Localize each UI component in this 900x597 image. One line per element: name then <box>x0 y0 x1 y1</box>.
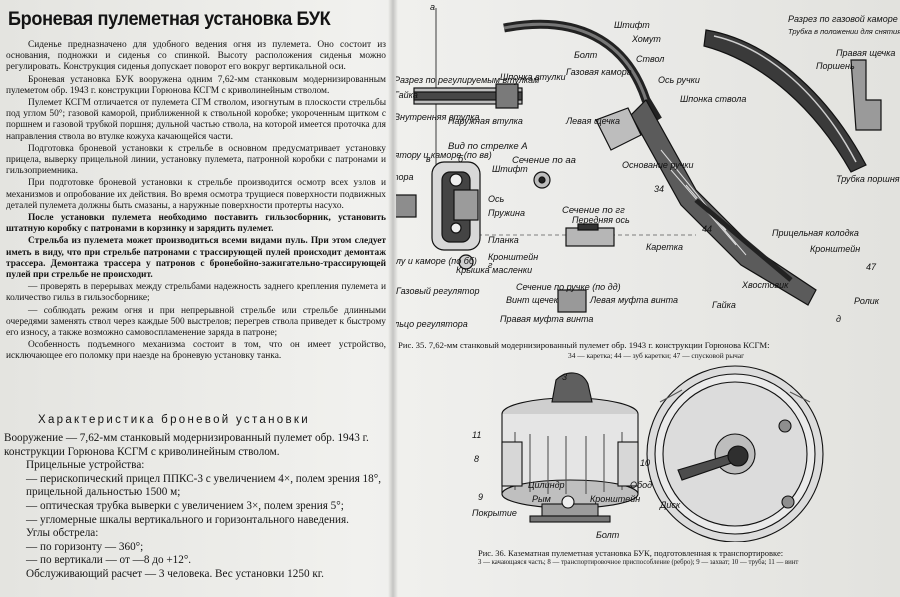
label-levaya-mufta: Левая муфта винта <box>589 295 678 305</box>
label-trubka-porshnya: Трубка поршня <box>836 174 900 184</box>
spec-line: Прицельные устройства: <box>26 459 145 472</box>
label-vnutr-vtulka: Внутренняя втулка <box>396 112 480 122</box>
label-os-ruchki: Ось ручки <box>658 75 700 85</box>
label-n9: 9 <box>478 492 483 502</box>
label-kronshtein2: Кронштейн <box>810 244 860 254</box>
label-d: д <box>836 314 841 324</box>
label-stvol: Ствол <box>636 54 664 64</box>
label-rym: Рым <box>532 494 551 504</box>
specs-list: Вооружение — 7,62-мм станковый модернизи… <box>4 432 384 582</box>
label-disk: Диск <box>659 500 681 510</box>
spec-line: — перископический прицел ППКС-3 с увелич… <box>26 472 382 499</box>
figure-36-caption: Рис. 36. Казематная пулеметная установка… <box>478 548 836 567</box>
label-pricel-kolodka: Прицельная колодка <box>772 228 859 238</box>
spec-line: — угломерные шкалы вертикального и гориз… <box>26 513 349 526</box>
paragraph: После установки пулемета необходимо пост… <box>6 213 386 235</box>
label-sech-gaz: Разрез по газовой каморе <box>788 14 898 24</box>
label-pravaya-shechka: Правая щечка <box>836 48 895 58</box>
label-perednyaya-os: Передняя ось <box>572 215 630 225</box>
paragraph: При подготовке броневой установки к стре… <box>6 178 386 211</box>
label-vid-a: Вид по стрелке А <box>448 141 528 152</box>
label-porshen: Поршень <box>816 61 855 71</box>
paragraph: Пулемет КСГМ отличается от пулемета СГМ … <box>6 98 386 142</box>
label-v: в <box>426 154 431 164</box>
figure-36-diagram: 3 11 8 9 10 Цилиндр Рым Кронштейн Обод Д… <box>472 365 824 542</box>
label-rolik: Ролик <box>854 296 880 306</box>
label-sech-aa: Сечение по аа <box>512 155 576 166</box>
paragraph: — соблюдать режим огня и при непрерывной… <box>6 305 386 339</box>
label-pravaya-mufta: Правая муфта винта <box>500 314 593 324</box>
label-n3: 3 <box>562 372 567 382</box>
label-bolt-36: Болт <box>596 530 620 540</box>
label-os: Ось <box>488 194 505 204</box>
label-sech-gg: Сечение по гг <box>562 205 625 216</box>
page-title: Броневая пулеметная установка БУК <box>8 8 331 30</box>
figure-35-diagram: Разрез по регулируемым втулкам Гайка Шпо… <box>396 2 900 329</box>
section-heading: Характеристика броневой установки <box>38 414 310 426</box>
figure-35-caption: Рис. 35. 7,62-мм станковый модернизирова… <box>398 340 898 361</box>
label-shponka-vtulki: Шпонка втулки <box>500 72 566 82</box>
label-kronshtein-36: Кронштейн <box>590 494 640 504</box>
label-vint-shechek: Винт щечек <box>506 295 559 305</box>
label-karetka: Каретка <box>646 242 683 252</box>
label-n44: 44 <box>702 224 712 234</box>
label-hvostovik: Хвостовик <box>741 280 789 290</box>
figure-35-caption-title: Рис. 35. 7,62-мм станковый модернизирова… <box>398 340 770 350</box>
label-narush-vtulka: Наружная втулка <box>448 116 523 126</box>
label-obod: Обод <box>630 480 652 490</box>
label-shponka-stvola: Шпонка ствола <box>680 94 746 104</box>
label-osnovanie: Основание ручки <box>622 160 694 170</box>
paragraph: Особенность подъемного механизма состоит… <box>6 340 386 362</box>
label-bolt: Болт <box>574 50 598 60</box>
label-n10: 10 <box>640 458 650 468</box>
label-shtift: Штифт <box>492 164 528 174</box>
label-shtift2: Штифт <box>614 20 650 30</box>
figure-36-legend: 3 — качающаяся часть; 8 — транспортирово… <box>478 558 799 566</box>
label-cilindr: Цилиндр <box>528 480 565 490</box>
label-gaz-kamora: Газовая камора <box>566 67 632 77</box>
spec-line: — по вертикали — от —8 до +12°. <box>26 554 192 567</box>
label-n8: 8 <box>474 454 479 464</box>
label-gaika2: Гайка <box>712 300 736 310</box>
text-column: Сиденье предназначено для удобного веден… <box>6 40 386 364</box>
label-a: а <box>430 2 435 12</box>
paragraph: Броневая установка БУК вооружена одним 7… <box>6 74 386 96</box>
label-stopor: Стопор регулятора <box>396 172 414 182</box>
label-n34: 34 <box>654 184 664 194</box>
label-kryshka: Крышка масленки <box>456 265 532 275</box>
label-homut: Хомут <box>631 34 661 44</box>
paragraph: Сиденье предназначено для удобного веден… <box>6 40 386 73</box>
label-sech-stvolu: Сечение по стволу и каморе (по бб) <box>396 256 477 266</box>
label-n11: 11 <box>472 430 481 440</box>
figure-35-legend: 34 — каретка; 44 — зуб каретки; 47 — спу… <box>568 350 745 360</box>
label-sech-gaz2: Трубка в положении для снятия ствола <box>788 27 900 36</box>
label-gaika: Гайка <box>396 90 418 100</box>
paragraph: Подготовка броневой установки к стрельбе… <box>6 143 386 177</box>
label-kolco: Кольцо регулятора <box>396 319 468 329</box>
spec-line: — оптическая трубка выверки с увеличение… <box>26 499 344 512</box>
page-fold <box>388 0 398 597</box>
figure-36-caption-title: Рис. 36. Казематная пулеметная установка… <box>478 548 784 558</box>
label-levaya-shechka: Левая щечка <box>565 116 620 126</box>
spec-line: Углы обстрела: <box>26 527 99 540</box>
label-kronshtein: Кронштейн <box>488 252 538 262</box>
label-sech-regul: Сечение по регулятору и каморе (по вв) <box>396 150 492 160</box>
label-gaz-regul: Газовый регулятор <box>396 286 479 296</box>
spec-line: Вооружение — 7,62-мм станковый модернизи… <box>4 432 369 458</box>
label-pokrytie: Покрытие <box>472 508 517 518</box>
paragraph: Стрельба из пулемета может производиться… <box>6 236 386 281</box>
label-pruzhina: Пружина <box>488 208 525 218</box>
spec-line: — по горизонту — 360°; <box>26 540 144 553</box>
label-planka: Планка <box>488 235 519 245</box>
label-sec-regul: Разрез по регулируемым втулкам <box>396 75 539 85</box>
label-n47: 47 <box>866 262 877 272</box>
spec-line: Обслуживающий расчет — 3 человека. Вес у… <box>26 567 324 580</box>
paragraph: — проверять в перерывах между стрельбами… <box>6 282 386 304</box>
label-b: б <box>458 154 464 164</box>
label-sech-ruchke: Сечение по ручке (по дд) <box>516 282 621 292</box>
label-g: г <box>488 260 493 270</box>
